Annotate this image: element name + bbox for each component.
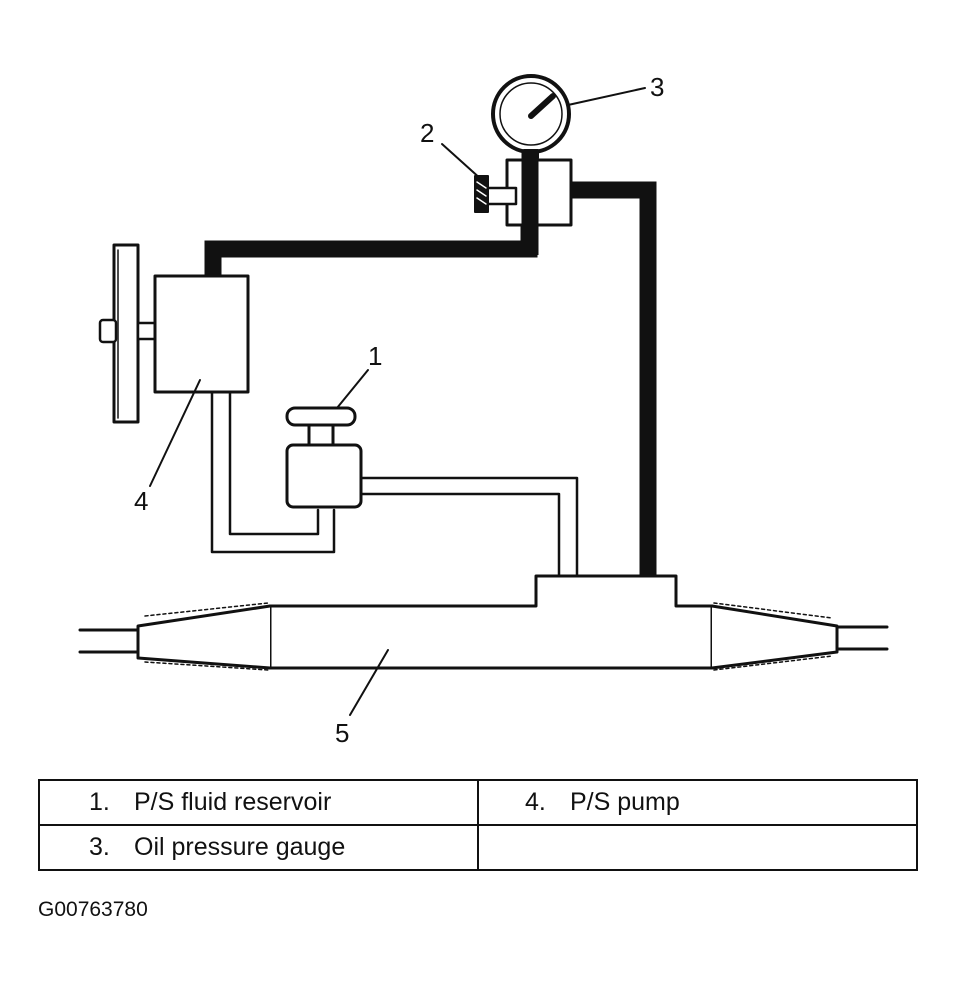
valve-stem [484, 186, 518, 206]
legend-number: 4. [525, 788, 546, 816]
leader-line-2 [441, 143, 483, 181]
callout-4: 4 [134, 486, 148, 516]
legend-cell: 3. Oil pressure gauge [38, 824, 479, 871]
leader-line-3 [567, 87, 646, 106]
legend-cell: 4. P/S pump [477, 779, 918, 826]
legend-cell-empty [477, 824, 918, 871]
callout-2: 2 [420, 118, 434, 148]
ps-fluid-reservoir [285, 406, 363, 509]
figure-id: G00763780 [38, 898, 148, 921]
leader-line-1 [336, 369, 369, 409]
high-pressure-line-gear [532, 181, 657, 577]
legend-number: 3. [89, 833, 110, 861]
pump-shaft [136, 321, 158, 341]
reservoir-return-hose [358, 476, 579, 578]
leader-line-5 [349, 649, 389, 716]
leader-lines [149, 87, 646, 716]
legend-label: P/S pump [570, 788, 680, 816]
legend-label: Oil pressure gauge [134, 833, 346, 861]
callout-3: 3 [650, 72, 664, 102]
power-steering-pressure-test-diagram: 1 2 3 4 5 [78, 72, 889, 748]
shut-off-valve-knob [474, 175, 489, 213]
pulley-hub [98, 318, 118, 344]
legend-number: 1. [89, 788, 110, 816]
leader-line-4 [149, 379, 201, 487]
legend-label: P/S fluid reservoir [134, 788, 332, 816]
valve-block [505, 158, 573, 227]
legend-row: 3. Oil pressure gauge [38, 824, 918, 871]
legend-row: 1. P/S fluid reservoir 4. P/S pump [38, 779, 918, 826]
legend-cell: 1. P/S fluid reservoir [38, 779, 479, 826]
ps-pump [153, 274, 250, 394]
steering-gear-box [78, 574, 889, 671]
legend-table: 1. P/S fluid reservoir 4. P/S pump 3. Oil p… [38, 779, 918, 871]
callout-1: 1 [368, 341, 382, 371]
pump-return-hose [210, 390, 336, 554]
callout-5: 5 [335, 718, 349, 748]
oil-pressure-gauge [491, 74, 571, 159]
